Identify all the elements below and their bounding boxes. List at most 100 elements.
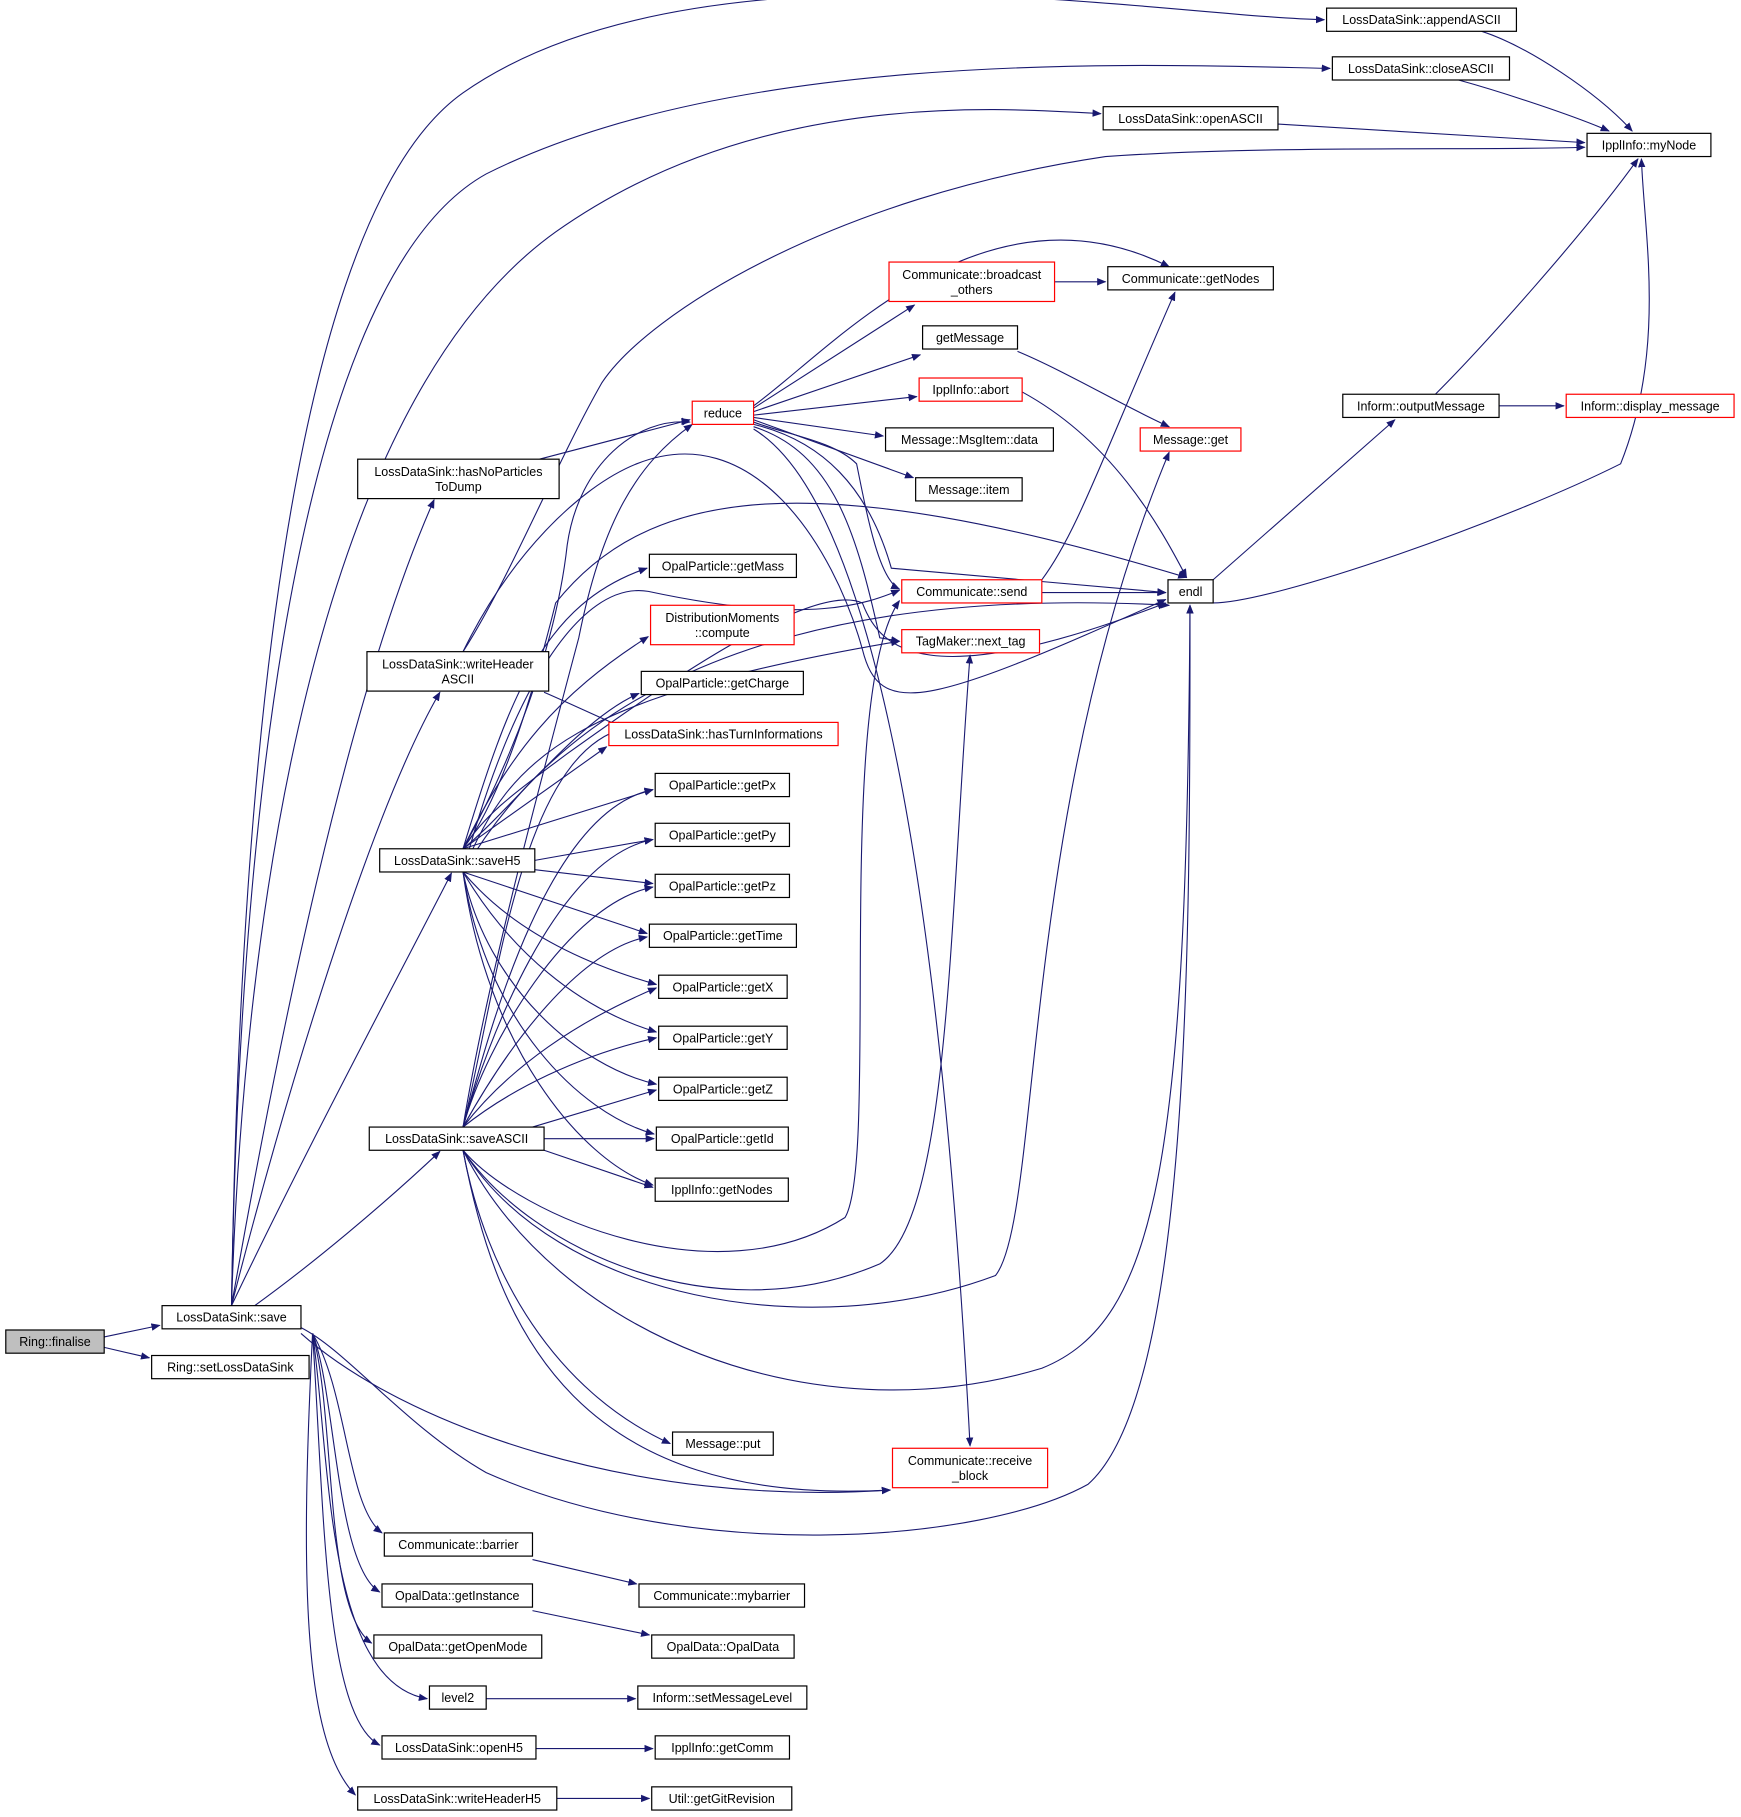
node-label: LossDataSink::openASCII: [1118, 112, 1263, 126]
call-edge: [232, 0, 1326, 1306]
node-lds-closeASCII[interactable]: LossDataSink::closeASCII: [1331, 56, 1511, 81]
node-comm-mybarrier[interactable]: Communicate::mybarrier: [638, 1583, 806, 1608]
call-edge: [463, 1150, 672, 1443]
node-box: [918, 377, 1023, 402]
node-ippl-myNode[interactable]: IpplInfo::myNode: [1586, 132, 1712, 158]
node-opal-getTime[interactable]: OpalParticle::getTime: [648, 923, 798, 948]
node-box: [654, 772, 791, 798]
call-edge: [463, 1035, 658, 1127]
node-label: OpalParticle::getPx: [669, 779, 777, 793]
node-label: OpalParticle::getX: [673, 980, 774, 994]
node-level2[interactable]: level2: [428, 1685, 487, 1710]
node-label: Message::item: [928, 483, 1009, 497]
node-box: [357, 1786, 558, 1811]
call-edge: [1213, 157, 1649, 603]
node-label: IpplInfo::abort: [932, 383, 1009, 397]
node-message-put[interactable]: Message::put: [671, 1431, 774, 1456]
node-inform-setMessageLevel[interactable]: Inform::setMessageLevel: [637, 1685, 808, 1710]
node-reduce[interactable]: reduce: [691, 400, 755, 425]
node-label: ::compute: [695, 626, 750, 640]
node-lds-appendASCII[interactable]: LossDataSink::appendASCII: [1325, 7, 1518, 32]
node-lds-saveASCII[interactable]: LossDataSink::saveASCII: [368, 1126, 545, 1151]
node-opaldata-OpalData[interactable]: OpalData::OpalData: [651, 1634, 795, 1659]
node-opal-getPx[interactable]: OpalParticle::getPx: [654, 772, 791, 798]
node-label: endl: [1179, 585, 1203, 599]
call-edge: [255, 1150, 441, 1305]
node-opaldata-getOpenMode[interactable]: OpalData::getOpenMode: [373, 1634, 543, 1659]
call-edge: [232, 872, 452, 1306]
call-edge: [463, 638, 901, 872]
node-label: Communicate::receive: [908, 1454, 1032, 1468]
call-edge: [535, 870, 654, 887]
node-comm-getNodes[interactable]: Communicate::getNodes: [1107, 266, 1274, 291]
node-label: LossDataSink::writeHeader: [382, 657, 533, 671]
call-edge: [104, 1347, 151, 1360]
call-edge: [463, 637, 650, 849]
node-ippl-getNodes[interactable]: IpplInfo::getNodes: [654, 1177, 789, 1202]
call-edge: [232, 110, 1102, 1306]
node-opal-getZ[interactable]: OpalParticle::getZ: [658, 1076, 788, 1102]
node-lds-openASCII[interactable]: LossDataSink::openASCII: [1102, 106, 1279, 131]
nodes-layer: Ring::finalise LossDataSink::saveRing::se…: [5, 7, 1735, 1811]
node-label: IpplInfo::getNodes: [671, 1183, 772, 1197]
node-comm-broadcast-others[interactable]: Communicate::broadcast_others: [888, 261, 1056, 303]
node-tagmaker-next-tag[interactable]: TagMaker::next_tag: [901, 629, 1041, 654]
node-label: _block: [951, 1469, 989, 1483]
node-ippl-abort[interactable]: IpplInfo::abort: [918, 377, 1023, 402]
node-label: OpalParticle::getMass: [662, 559, 784, 573]
node-ring-setLossDataSink[interactable]: Ring::setLossDataSink: [151, 1354, 310, 1380]
node-box: [1102, 106, 1279, 131]
node-opal-getPz[interactable]: OpalParticle::getPz: [654, 873, 791, 899]
node-label: Communicate::send: [916, 585, 1027, 599]
call-edge: [463, 599, 900, 1252]
node-msgitem-data[interactable]: Message::MsgItem::data: [884, 427, 1054, 452]
node-opaldata-getInstance[interactable]: OpalData::getInstance: [381, 1583, 534, 1608]
call-edge: [1435, 158, 1639, 394]
node-lds-hasTurnInformations[interactable]: LossDataSink::hasTurnInformations: [608, 721, 839, 747]
call-edge: [1018, 351, 1171, 426]
node-box: [1331, 56, 1511, 81]
node-box: [901, 579, 1043, 604]
node-comm-barrier[interactable]: Communicate::barrier: [383, 1532, 534, 1557]
node-comm-receive-block[interactable]: Communicate::receive_block: [891, 1447, 1049, 1489]
node-box: [654, 822, 791, 848]
node-label: LossDataSink::writeHeaderH5: [374, 1792, 541, 1806]
node-label: OpalParticle::getY: [673, 1031, 774, 1045]
node-opal-getCharge[interactable]: OpalParticle::getCharge: [640, 670, 804, 696]
node-box: [381, 1583, 534, 1608]
node-opal-getId[interactable]: OpalParticle::getId: [655, 1126, 789, 1151]
node-box: [884, 427, 1054, 452]
call-edge: [754, 427, 901, 644]
node-util-getGitRevision[interactable]: Util::getGitRevision: [651, 1786, 793, 1811]
node-box: [648, 923, 798, 948]
node-dist-compute[interactable]: DistributionMoments::compute: [649, 604, 795, 646]
node-opal-getPy[interactable]: OpalParticle::getPy: [654, 822, 791, 848]
node-comm-send[interactable]: Communicate::send: [901, 579, 1043, 604]
node-lds-saveH5[interactable]: LossDataSink::saveH5: [379, 848, 536, 873]
node-lds-save[interactable]: LossDataSink::save: [161, 1305, 302, 1330]
node-getMessage[interactable]: getMessage: [921, 325, 1019, 350]
node-label: Ring::finalise: [19, 1335, 91, 1349]
node-label: LossDataSink::appendASCII: [1342, 13, 1500, 27]
node-ippl-getComm[interactable]: IpplInfo::getComm: [654, 1735, 791, 1760]
node-box: [655, 1126, 789, 1151]
edges-layer: [104, 0, 1649, 1803]
node-label: OpalParticle::getZ: [673, 1082, 773, 1096]
node-message-item[interactable]: Message::item: [915, 477, 1023, 502]
node-box: [428, 1685, 487, 1710]
node-message-get[interactable]: Message::get: [1139, 427, 1242, 452]
node-box: [658, 974, 788, 999]
node-opal-getX[interactable]: OpalParticle::getX: [658, 974, 788, 999]
node-endl[interactable]: endl: [1167, 579, 1214, 604]
call-edge: [754, 424, 1167, 596]
call-edge: [532, 1611, 651, 1637]
node-opal-getMass[interactable]: OpalParticle::getMass: [648, 553, 798, 579]
node-lds-writeHeaderH5[interactable]: LossDataSink::writeHeaderH5: [357, 1786, 558, 1811]
node-inform-outputMessage[interactable]: Inform::outputMessage: [1342, 393, 1500, 419]
node-lds-openH5[interactable]: LossDataSink::openH5: [381, 1735, 537, 1760]
node-box: [357, 458, 560, 500]
node-inform-display-message[interactable]: Inform::display_message: [1565, 393, 1735, 419]
node-opal-getY[interactable]: OpalParticle::getY: [658, 1025, 788, 1050]
